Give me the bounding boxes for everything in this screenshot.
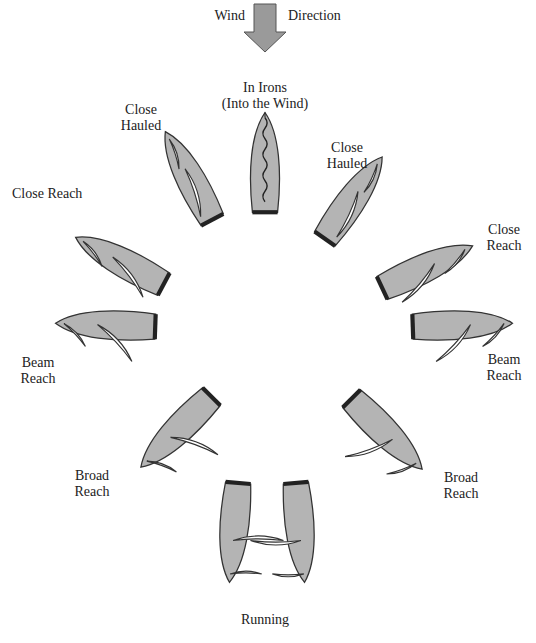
point-of-sail-label: In Irons [215,80,315,96]
mainsail [345,439,394,461]
sailboat [318,388,432,502]
stern [377,277,388,300]
hull [341,388,432,479]
jib-cloth [83,240,104,267]
mainsail-cloth [113,254,147,297]
sailboat [66,225,171,303]
wind-label: Direction [288,8,341,24]
mainsail-cloth [345,439,394,461]
sailboat [153,125,225,227]
mainsail-cloth [171,433,220,455]
jib [169,138,181,169]
jib-cloth [387,463,418,476]
jib-cloth [483,323,507,348]
boats [54,113,514,587]
point-of-sail-label: Close Hauled [318,140,376,172]
stern [203,388,221,406]
wind-arrow [244,4,286,52]
jib [483,323,507,348]
stern [315,231,336,245]
mainsail-cloth [251,540,301,545]
mainsail [436,325,474,365]
jib [147,459,178,472]
stern [158,273,170,295]
hull [215,482,253,584]
sailboat [376,233,483,311]
mainsail [402,264,438,306]
jib-cloth [230,571,262,574]
mainsail [337,191,362,239]
point-of-sail-label: Running [225,612,305,628]
point-of-sail-label: Broad Reach [66,468,118,500]
sailboat [250,113,279,213]
mainsail [185,167,205,216]
mainsail-cloth [337,191,362,239]
point-of-sail-label: Beam Reach [478,352,530,384]
wind-label: Wind [190,8,245,24]
hull [376,233,479,301]
hull [69,225,171,297]
jib [83,240,104,267]
mainsail [251,540,301,545]
hull [153,125,225,227]
hull [250,113,279,213]
point-of-sail-label: Broad Reach [435,470,487,502]
mainsail [171,433,220,455]
hull [281,482,319,584]
jib-cloth [147,459,178,472]
jib [387,463,418,476]
jib [230,571,262,574]
jib-cloth [445,249,467,275]
jib-cloth [64,322,88,347]
point-of-sail-label: Close Reach [12,186,82,202]
stern [153,314,158,339]
stern [226,482,251,484]
point-of-sail-label: (Into the Wind) [215,96,315,112]
point-of-sail-label: Beam Reach [12,355,64,387]
mainsail-cloth [233,536,283,541]
hull [55,309,156,341]
mainsail-cloth [436,325,474,365]
forestay [264,113,265,118]
sailboat [245,482,319,587]
sailboat [215,482,288,587]
jib-cloth [272,574,304,577]
jib-cloth [169,138,181,169]
jib [272,574,304,577]
point-of-sail-label: Close Reach [478,222,530,254]
jib [64,322,88,347]
mainsail-cloth [402,264,438,306]
sailboat [54,309,155,363]
point-of-sail-label: Close Hauled [112,102,170,134]
stern [283,482,308,484]
mainsail [98,322,136,362]
stern [410,314,415,339]
mainsail [233,536,283,541]
stern [252,210,277,214]
hull [131,386,222,477]
stern [201,214,223,226]
luffing-sail [263,118,267,202]
jib [445,249,467,275]
mainsail-cloth [185,167,205,216]
stern [343,390,361,408]
mainsail-cloth [98,322,136,362]
mainsail [113,254,147,297]
